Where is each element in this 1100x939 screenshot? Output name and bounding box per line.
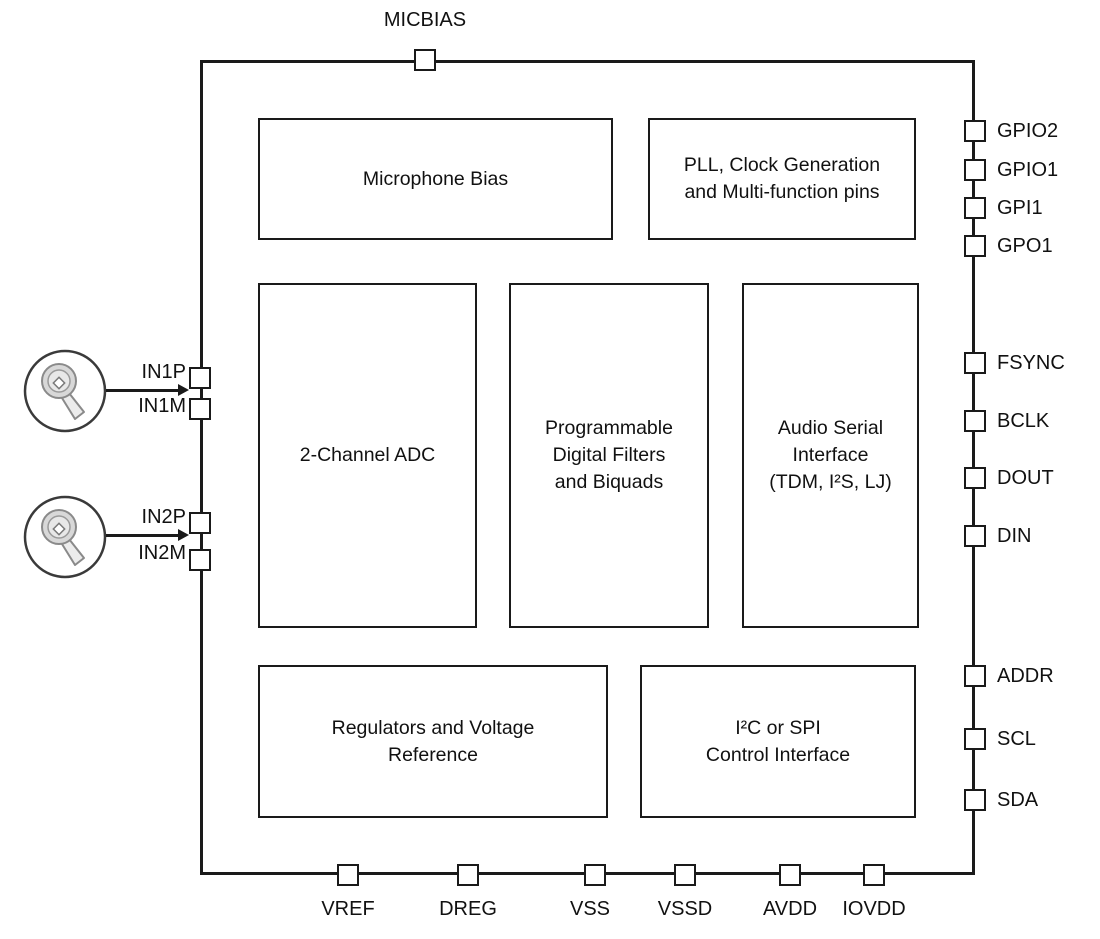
pin-vref <box>337 864 359 886</box>
pin-label-scl: SCL <box>997 728 1036 750</box>
microphone-icon <box>22 494 108 580</box>
block-audio-serial-interface: Audio Serial Interface (TDM, I²S, LJ) <box>742 283 919 628</box>
pin-label-vref: VREF <box>321 898 375 920</box>
pin-vss <box>584 864 606 886</box>
block-label-line: Programmable <box>545 417 673 439</box>
pin-label-vssd: VSSD <box>657 898 713 920</box>
block-label: 2-Channel ADC <box>300 442 436 469</box>
pin-in1p <box>189 367 211 389</box>
block-label-line: and Multi-function pins <box>684 181 880 203</box>
block-label: Regulators and Voltage Reference <box>332 715 535 769</box>
pin-gpio2 <box>964 120 986 142</box>
pin-micbias <box>414 49 436 71</box>
pin-label-addr: ADDR <box>997 665 1054 687</box>
block-microphone-bias: Microphone Bias <box>258 118 613 240</box>
mic1-arrow-head <box>178 384 189 396</box>
pin-label-gpio2: GPIO2 <box>997 120 1059 142</box>
block-label-line: PLL, Clock Generation <box>683 154 881 176</box>
block-label-line: 2-Channel ADC <box>299 444 436 466</box>
pin-scl <box>964 728 986 750</box>
block-label: Audio Serial Interface (TDM, I²S, LJ) <box>769 415 891 496</box>
pin-label-iovdd: IOVDD <box>842 898 906 920</box>
pin-bclk <box>964 410 986 432</box>
pin-label-sda: SDA <box>997 789 1039 811</box>
pin-gpio1 <box>964 159 986 181</box>
block-programmable-digital-filters: Programmable Digital Filters and Biquads <box>509 283 709 628</box>
pin-fsync <box>964 352 986 374</box>
pin-dout <box>964 467 986 489</box>
pin-label-gpio1: GPIO1 <box>997 159 1059 181</box>
pin-label-fsync: FSYNC <box>997 352 1065 374</box>
block-label: PLL, Clock Generation and Multi-function… <box>684 152 880 206</box>
pin-label-micbias: MICBIAS <box>383 9 467 31</box>
block-label-line: I²C or SPI <box>735 716 821 739</box>
block-regulators-voltage-reference: Regulators and Voltage Reference <box>258 665 608 818</box>
block-label-line: Interface <box>792 444 869 466</box>
pin-label-gpi1: GPI1 <box>997 197 1043 219</box>
pin-iovdd <box>863 864 885 886</box>
pin-din <box>964 525 986 547</box>
block-label-line: Regulators and Voltage <box>331 716 535 739</box>
block-label-line: Reference <box>388 743 478 766</box>
mic1-arrow-line <box>106 389 180 392</box>
pin-addr <box>964 665 986 687</box>
block-control-interface: I²C or SPI Control Interface <box>640 665 916 818</box>
pin-sda <box>964 789 986 811</box>
block-label-line: Digital Filters <box>552 444 666 466</box>
block-two-channel-adc: 2-Channel ADC <box>258 283 477 628</box>
block-label: I²C or SPI Control Interface <box>706 715 850 769</box>
block-pll-clock-generation: PLL, Clock Generation and Multi-function… <box>648 118 916 240</box>
pin-label-in1m: IN1M <box>138 395 186 417</box>
pin-in2p <box>189 512 211 534</box>
mic2-arrow-head <box>178 529 189 541</box>
pin-label-in2p: IN2P <box>141 506 186 528</box>
block-label-line: and Biquads <box>554 471 664 493</box>
block-label: Microphone Bias <box>363 166 508 193</box>
pin-label-gpo1: GPO1 <box>997 235 1053 257</box>
pin-gpi1 <box>964 197 986 219</box>
pin-label-din: DIN <box>997 525 1032 547</box>
pin-label-bclk: BCLK <box>997 410 1050 432</box>
pin-gpo1 <box>964 235 986 257</box>
pin-in2m <box>189 549 211 571</box>
block-label-line: Audio Serial <box>777 417 884 439</box>
pin-label-dreg: DREG <box>439 898 497 920</box>
pin-label-in2m: IN2M <box>138 542 186 564</box>
pin-in1m <box>189 398 211 420</box>
pin-dreg <box>457 864 479 886</box>
pin-avdd <box>779 864 801 886</box>
pin-label-in1p: IN1P <box>141 361 186 383</box>
pin-vssd <box>674 864 696 886</box>
microphone-icon <box>22 348 108 434</box>
block-label-line: Microphone Bias <box>362 167 509 190</box>
pin-label-avdd: AVDD <box>762 898 818 920</box>
pin-label-dout: DOUT <box>997 467 1054 489</box>
mic2-arrow-line <box>106 534 180 537</box>
pin-label-vss: VSS <box>569 898 611 920</box>
block-label: Programmable Digital Filters and Biquads <box>545 415 673 496</box>
block-label-line: (TDM, I²S, LJ) <box>769 471 892 493</box>
block-label-line: Control Interface <box>705 743 851 766</box>
